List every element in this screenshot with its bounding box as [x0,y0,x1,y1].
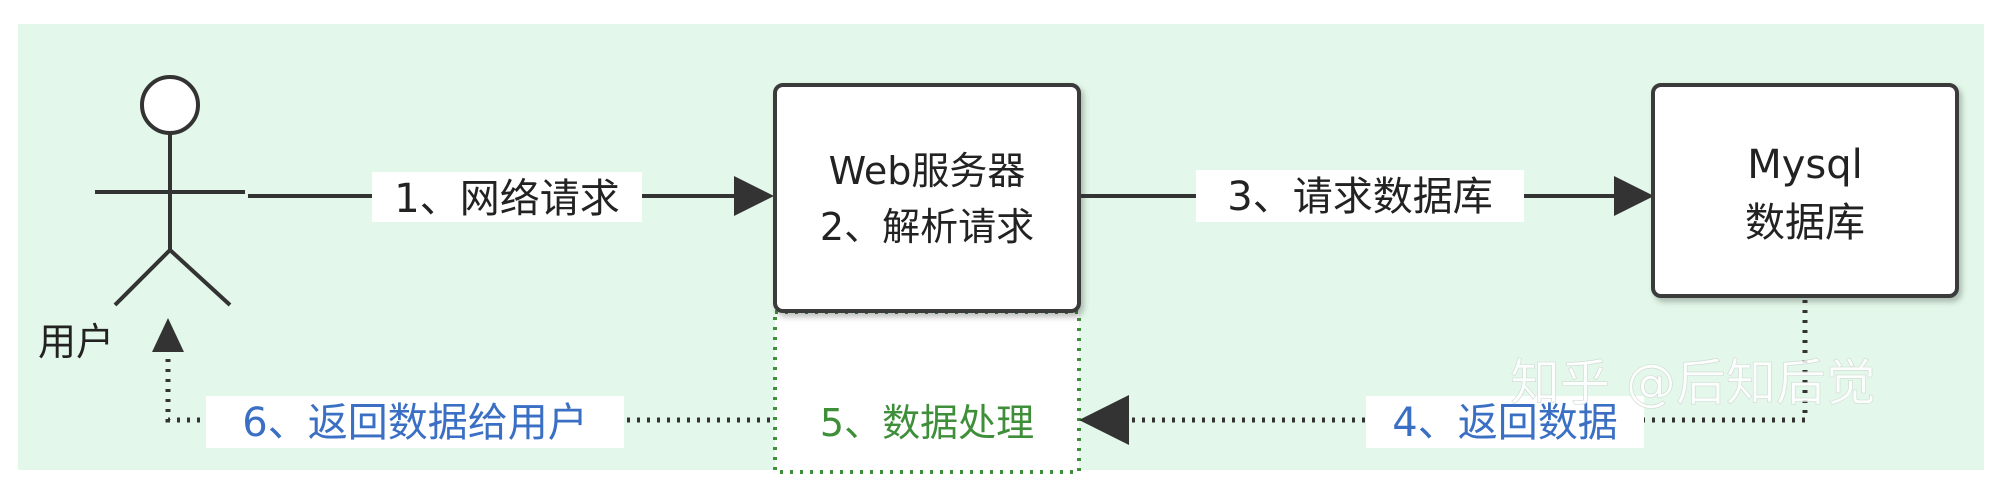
return-data-arrow [1079,300,1808,445]
processing-region [773,310,1081,474]
request-db-label: 3、请求数据库 [1227,174,1492,220]
return-data-label: 4、返回数据 [1392,400,1617,446]
return-data-label-bg [1366,396,1644,448]
network-request-label: 1、网络请求 [394,176,619,222]
user-actor-icon [95,75,245,307]
web-server-title: Web服务器 [829,149,1026,193]
request-db-label-bg [1196,170,1524,222]
mysql-title: Mysql [1747,142,1863,188]
zhihu-watermark: 知乎 @后知后觉 [1510,354,1876,412]
mysql-subtitle: 数据库 [1745,200,1865,246]
mysql-box [1651,83,1959,298]
return-to-user-label-bg [206,396,624,448]
user-label: 用户 [38,320,114,364]
network-request-label-bg [372,172,642,222]
web-server-box [773,83,1081,313]
web-server-subtitle: 2、解析请求 [820,205,1034,249]
return-to-user-arrowhead [152,318,184,352]
return-to-user-label: 6、返回数据给用户 [242,400,587,446]
processing-label: 5、数据处理 [820,401,1034,445]
